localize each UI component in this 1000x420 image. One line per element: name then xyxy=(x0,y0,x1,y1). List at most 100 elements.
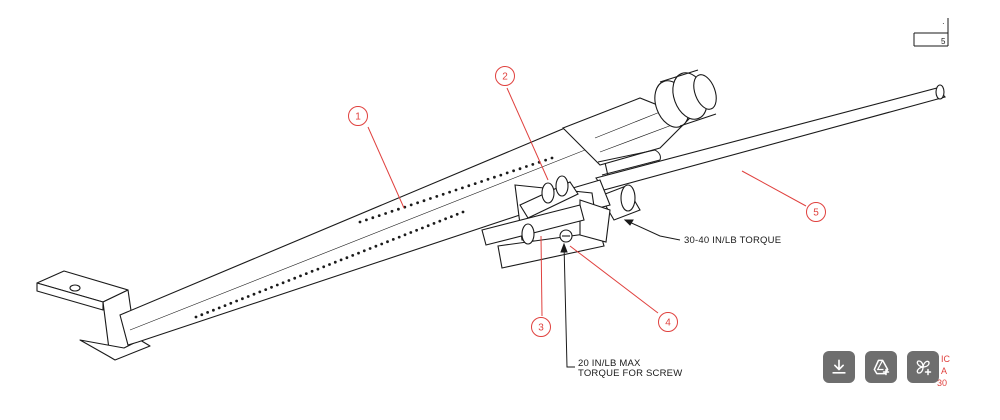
burner-port xyxy=(480,180,483,183)
callout-1: 1 xyxy=(348,106,368,126)
burner-port xyxy=(397,235,401,239)
svg-text:3: 3 xyxy=(538,323,544,334)
callout-2: 2 xyxy=(495,66,515,86)
burner-port xyxy=(293,276,297,280)
burner-port xyxy=(438,219,442,223)
burner-port xyxy=(450,215,453,219)
burner-port xyxy=(415,228,418,232)
burner-port xyxy=(432,222,436,225)
burner-port xyxy=(416,201,419,205)
burner-port xyxy=(499,173,503,177)
burner-port xyxy=(281,281,285,285)
burner-port xyxy=(345,256,349,260)
svg-text:4: 4 xyxy=(665,318,671,329)
burner-port xyxy=(461,210,465,214)
burner-port xyxy=(429,197,432,200)
callout-leaders xyxy=(367,87,807,317)
burner-port xyxy=(339,258,343,262)
edge-text-3: 30 xyxy=(937,378,947,388)
burner-port xyxy=(368,247,372,250)
burner-port xyxy=(426,224,430,228)
callout-3: 3 xyxy=(531,317,551,337)
burner-port xyxy=(391,238,395,241)
edge-text-2: A xyxy=(941,366,947,376)
svg-text:5: 5 xyxy=(813,208,819,219)
burner-port xyxy=(384,212,387,215)
burner-port xyxy=(328,263,331,266)
callout-4: 4 xyxy=(658,312,678,332)
burner-port xyxy=(435,195,439,198)
burner-port xyxy=(409,231,413,234)
download-button[interactable] xyxy=(823,351,855,383)
burner-port xyxy=(455,212,459,216)
burner-port xyxy=(333,260,337,264)
burner-port xyxy=(229,301,233,305)
burner-port xyxy=(512,169,515,173)
burner-port xyxy=(310,269,314,273)
screw-torque-note-line2: TORQUE FOR SCREW xyxy=(578,368,682,379)
burner-port xyxy=(357,251,360,255)
burner-port xyxy=(258,290,262,294)
burner-port xyxy=(422,199,426,203)
burner-port xyxy=(270,285,273,289)
burner-port xyxy=(246,295,250,298)
igniter-electrode xyxy=(481,175,585,246)
burner-port xyxy=(217,306,221,310)
burner-port xyxy=(486,177,490,181)
burner-ports xyxy=(194,156,554,319)
burner-port xyxy=(403,233,407,237)
title-block-value: 5 xyxy=(941,37,946,46)
burner-port xyxy=(531,163,535,166)
burner-port xyxy=(421,226,424,230)
burner-port xyxy=(371,216,375,220)
burner-port xyxy=(351,254,355,257)
burner-port xyxy=(322,265,326,269)
burner-port xyxy=(365,218,368,222)
burner-port xyxy=(493,175,496,179)
burner-port xyxy=(223,304,227,307)
bracket-screw xyxy=(559,229,573,243)
torque-leaders xyxy=(560,219,681,368)
download-icon xyxy=(832,359,846,374)
burner-port xyxy=(390,209,394,213)
burner-port xyxy=(454,188,458,192)
edge-text-1: IC xyxy=(941,354,951,364)
screw-torque-note-line1: 20 IN/LB MAX xyxy=(578,358,641,369)
title-block-mark: · xyxy=(942,19,945,28)
burner-port xyxy=(299,274,302,278)
mounting-bracket xyxy=(36,270,151,361)
burner-port xyxy=(362,249,366,253)
valve-torque-note: 30-40 IN/LB TORQUE xyxy=(684,235,781,246)
venturi xyxy=(562,69,717,166)
burner-port xyxy=(386,240,389,244)
burner-port xyxy=(444,217,447,221)
burner-port xyxy=(200,313,204,317)
crossover-tube xyxy=(597,149,661,176)
burner-port xyxy=(374,244,378,248)
burner-port xyxy=(461,186,464,190)
burner-port xyxy=(544,158,547,162)
burner-port xyxy=(358,220,362,224)
burner-port xyxy=(194,315,198,319)
burner-port xyxy=(525,165,528,168)
burner-port xyxy=(316,267,320,271)
burner-port xyxy=(397,207,400,211)
add-to-drive-button[interactable] xyxy=(865,351,897,383)
burner-port xyxy=(212,308,215,312)
title-block xyxy=(913,18,949,47)
svg-text:1: 1 xyxy=(355,112,361,123)
burner-port xyxy=(241,297,244,301)
burner-port xyxy=(377,214,381,218)
burner-port xyxy=(505,171,509,175)
svg-text:2: 2 xyxy=(502,72,508,83)
burner-port xyxy=(550,156,554,160)
callout-5: 5 xyxy=(806,202,826,222)
burner-port xyxy=(252,292,256,296)
burner-port xyxy=(448,190,451,194)
pinwheel-add-button[interactable] xyxy=(907,351,939,383)
burner-port xyxy=(304,272,308,275)
burner-port xyxy=(518,167,522,171)
burner-port xyxy=(206,311,210,314)
burner-port xyxy=(235,299,239,303)
